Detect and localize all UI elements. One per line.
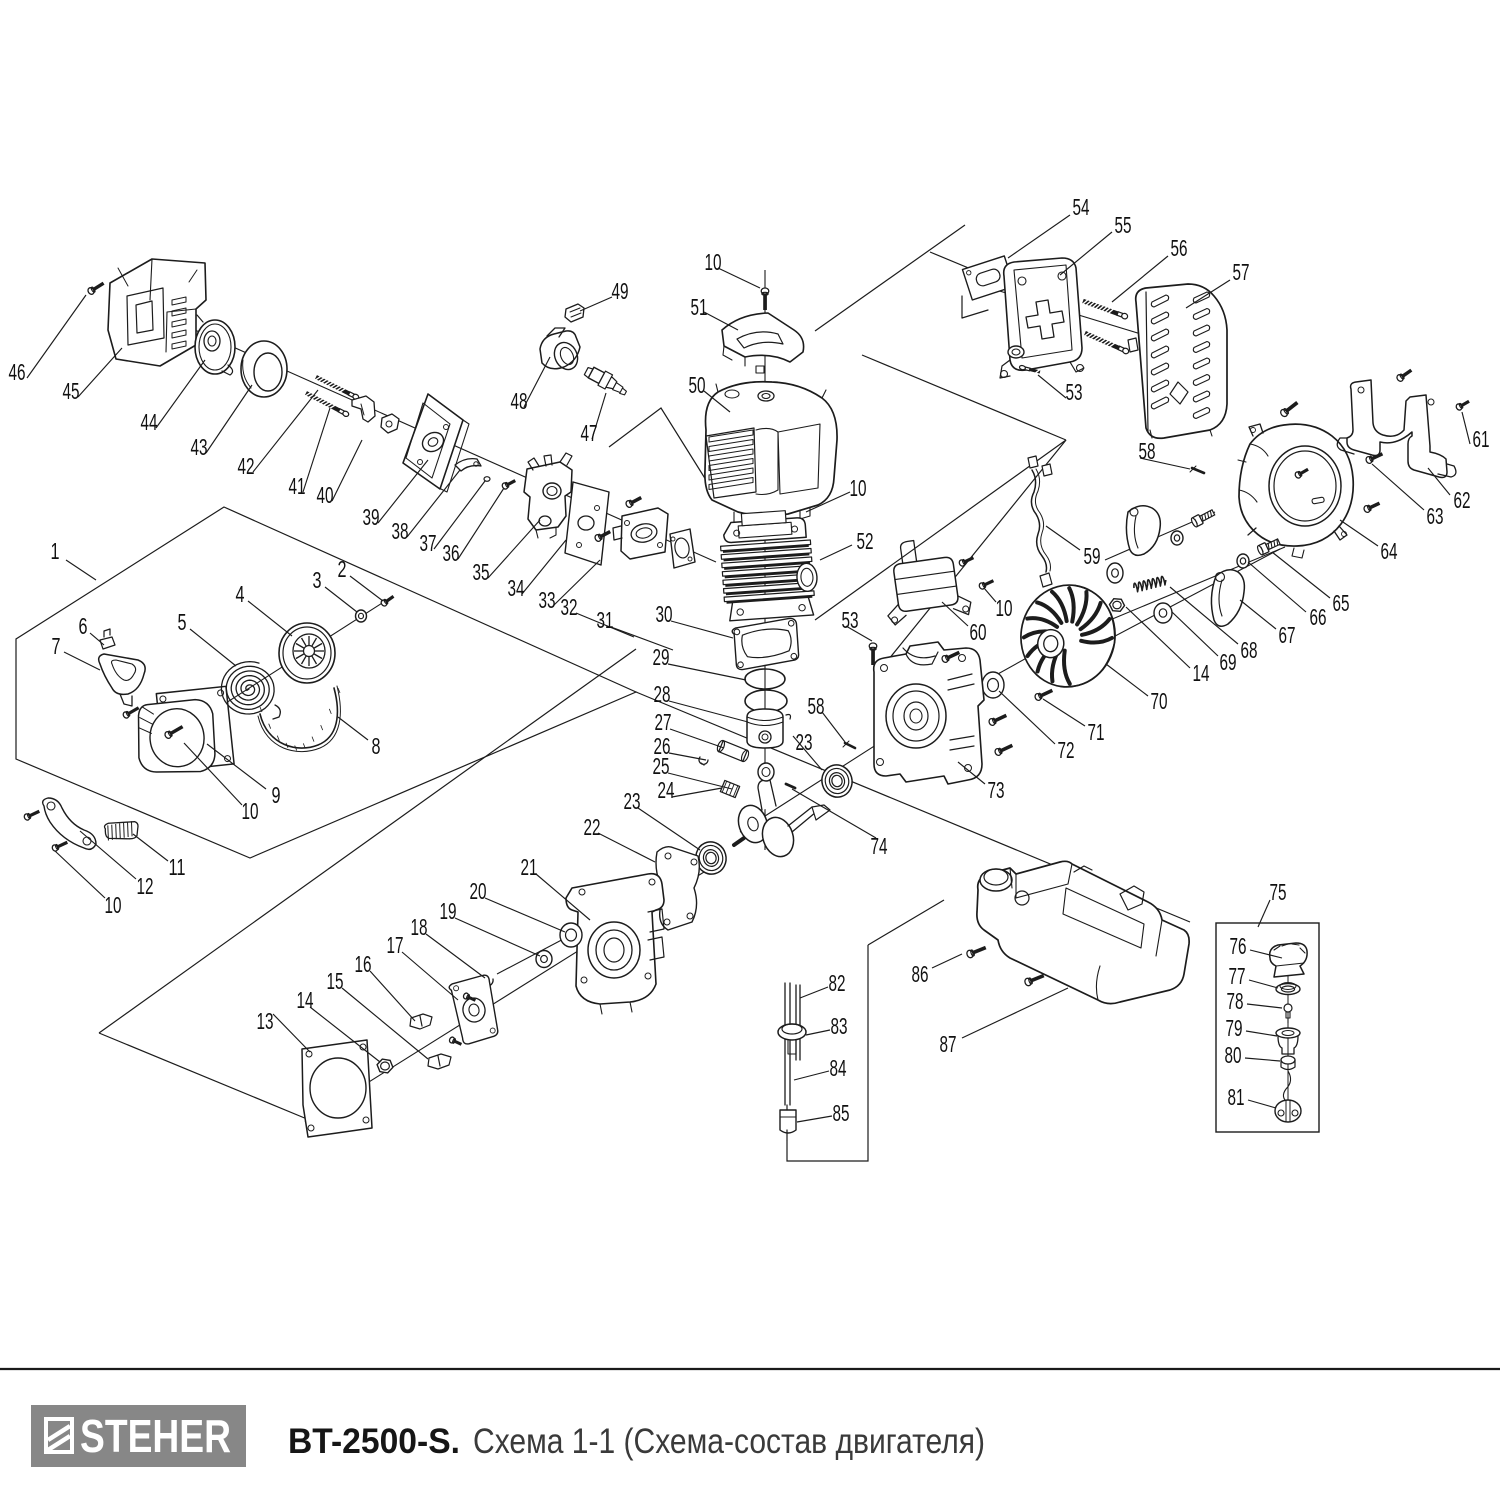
svg-text:Схема 1-1 (Схема-состав двигат: Схема 1-1 (Схема-состав двигателя): [473, 1422, 985, 1461]
svg-text:70: 70: [1151, 688, 1168, 714]
svg-text:68: 68: [1241, 637, 1258, 663]
svg-text:65: 65: [1333, 590, 1350, 616]
svg-text:56: 56: [1171, 235, 1188, 261]
svg-text:47: 47: [581, 420, 598, 446]
svg-text:55: 55: [1115, 212, 1132, 238]
svg-text:45: 45: [63, 378, 80, 404]
svg-text:59: 59: [1084, 543, 1101, 569]
svg-text:67: 67: [1279, 622, 1296, 648]
svg-text:53: 53: [842, 607, 859, 633]
svg-text:16: 16: [355, 951, 372, 977]
svg-text:21: 21: [521, 854, 538, 880]
svg-text:81: 81: [1228, 1084, 1245, 1110]
svg-text:66: 66: [1310, 604, 1327, 630]
svg-text:86: 86: [912, 961, 929, 987]
svg-text:36: 36: [443, 540, 460, 566]
svg-text:37: 37: [420, 530, 437, 556]
svg-text:77: 77: [1229, 963, 1246, 989]
svg-text:25: 25: [653, 753, 670, 779]
svg-text:15: 15: [327, 968, 344, 994]
svg-text:74: 74: [871, 833, 888, 859]
svg-text:10: 10: [996, 595, 1013, 621]
svg-text:11: 11: [169, 854, 186, 880]
svg-text:31: 31: [597, 607, 614, 633]
svg-text:57: 57: [1233, 259, 1250, 285]
svg-text:84: 84: [830, 1055, 847, 1081]
svg-text:4: 4: [236, 581, 245, 607]
svg-text:20: 20: [470, 878, 487, 904]
svg-text:73: 73: [988, 777, 1005, 803]
svg-text:53: 53: [1066, 379, 1083, 405]
svg-text:32: 32: [561, 594, 578, 620]
svg-text:35: 35: [473, 559, 490, 585]
svg-text:62: 62: [1454, 487, 1471, 513]
svg-text:49: 49: [612, 278, 629, 304]
svg-text:29: 29: [653, 644, 670, 670]
svg-text:23: 23: [796, 729, 813, 755]
svg-text:10: 10: [705, 249, 722, 275]
svg-text:78: 78: [1227, 988, 1244, 1014]
svg-text:17: 17: [387, 932, 404, 958]
svg-text:10: 10: [242, 798, 259, 824]
svg-text:60: 60: [970, 619, 987, 645]
svg-text:8: 8: [372, 733, 381, 759]
svg-text:38: 38: [392, 518, 409, 544]
svg-text:10: 10: [850, 475, 867, 501]
svg-text:44: 44: [141, 409, 158, 435]
svg-text:46: 46: [9, 359, 26, 385]
svg-text:75: 75: [1270, 879, 1287, 905]
svg-text:85: 85: [833, 1100, 850, 1126]
svg-text:43: 43: [191, 434, 208, 460]
svg-text:50: 50: [689, 372, 706, 398]
svg-text:30: 30: [656, 601, 673, 627]
svg-text:26: 26: [654, 733, 671, 759]
svg-text:69: 69: [1220, 649, 1237, 675]
svg-text:23: 23: [624, 788, 641, 814]
svg-text:82: 82: [829, 970, 846, 996]
svg-text:58: 58: [1139, 438, 1156, 464]
svg-text:14: 14: [297, 987, 314, 1013]
svg-text:48: 48: [511, 388, 528, 414]
svg-text:87: 87: [940, 1031, 957, 1057]
svg-text:1: 1: [51, 538, 60, 564]
svg-text:2: 2: [338, 556, 347, 582]
svg-text:10: 10: [105, 892, 122, 918]
svg-text:33: 33: [539, 587, 556, 613]
svg-text:39: 39: [363, 504, 380, 530]
svg-text:40: 40: [317, 482, 334, 508]
svg-text:64: 64: [1381, 538, 1398, 564]
svg-text:54: 54: [1073, 194, 1090, 220]
svg-text:7: 7: [52, 633, 61, 659]
svg-text:18: 18: [411, 914, 428, 940]
svg-text:52: 52: [857, 528, 874, 554]
svg-text:61: 61: [1473, 426, 1490, 452]
svg-text:58: 58: [808, 693, 825, 719]
svg-text:72: 72: [1058, 737, 1075, 763]
svg-text:63: 63: [1427, 503, 1444, 529]
svg-text:13: 13: [257, 1008, 274, 1034]
svg-text:80: 80: [1225, 1042, 1242, 1068]
svg-text:STEHER: STEHER: [80, 1410, 231, 1462]
svg-text:28: 28: [654, 681, 671, 707]
svg-text:22: 22: [584, 814, 601, 840]
svg-text:51: 51: [691, 294, 708, 320]
svg-text:14: 14: [1193, 660, 1210, 686]
svg-text:34: 34: [508, 575, 525, 601]
svg-text:19: 19: [440, 898, 457, 924]
svg-text:42: 42: [238, 453, 255, 479]
svg-text:76: 76: [1230, 933, 1247, 959]
svg-text:41: 41: [289, 473, 306, 499]
svg-text:27: 27: [655, 709, 672, 735]
svg-text:83: 83: [831, 1013, 848, 1039]
svg-text:9: 9: [272, 782, 281, 808]
svg-text:6: 6: [79, 613, 88, 639]
svg-text:BT-2500-S.: BT-2500-S.: [288, 1422, 460, 1461]
svg-text:71: 71: [1088, 719, 1105, 745]
svg-text:12: 12: [137, 873, 154, 899]
svg-text:24: 24: [658, 777, 675, 803]
svg-text:79: 79: [1226, 1015, 1243, 1041]
svg-text:3: 3: [313, 567, 322, 593]
svg-text:5: 5: [178, 609, 187, 635]
